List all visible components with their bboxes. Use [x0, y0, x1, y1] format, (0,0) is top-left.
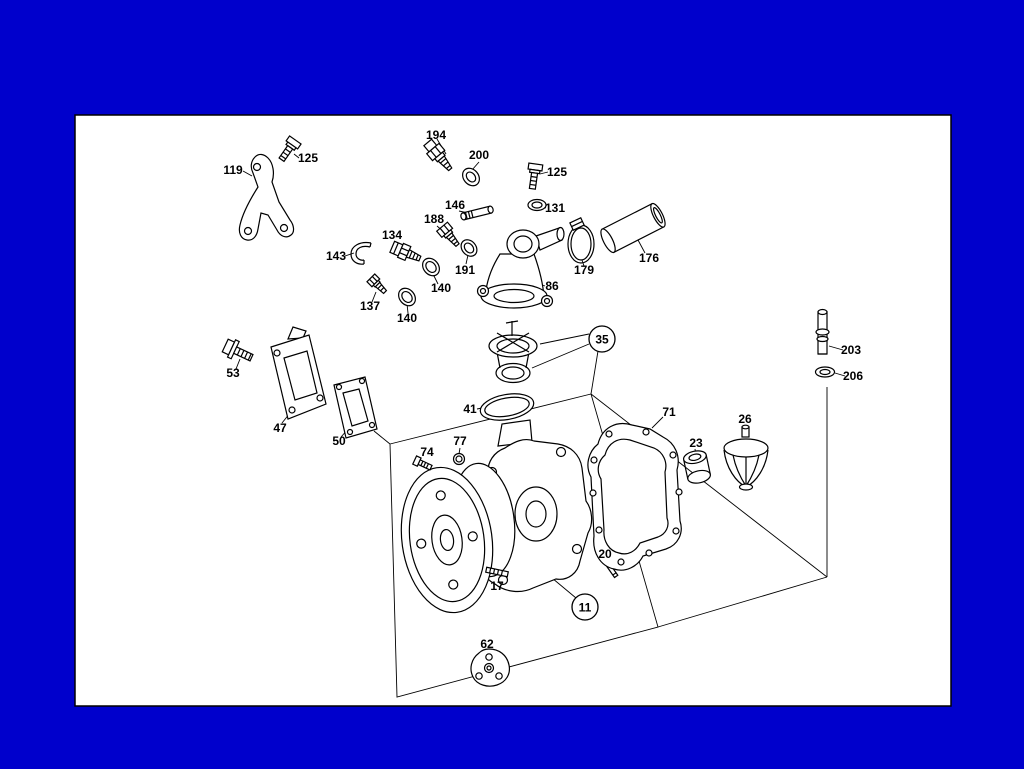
part-35-thermostat — [488, 320, 538, 384]
part-86-thermostat-housing — [476, 226, 565, 309]
part-label-200[interactable]: 200 — [469, 148, 489, 162]
part-label-191[interactable]: 191 — [455, 263, 475, 277]
part-label-20[interactable]: 20 — [598, 547, 612, 561]
part-label-41[interactable]: 41 — [463, 402, 477, 416]
part-label-131[interactable]: 131 — [545, 201, 565, 215]
part-label-74[interactable]: 74 — [420, 445, 434, 459]
part-label-146[interactable]: 146 — [445, 198, 465, 212]
callout-11-label: 11 — [579, 601, 592, 615]
part-74-screw — [411, 455, 433, 471]
part-label-26[interactable]: 26 — [738, 412, 752, 426]
part-176-hose — [600, 202, 666, 254]
part-label-47[interactable]: 47 — [273, 421, 287, 435]
part-23-bushing — [683, 450, 711, 484]
part-label-194[interactable]: 194 — [426, 128, 446, 142]
part-label-71[interactable]: 71 — [662, 405, 676, 419]
callout-11[interactable]: 11 — [571, 593, 599, 621]
part-194-temperature-sensor — [423, 138, 453, 172]
part-191-seal-ring — [460, 239, 478, 257]
part-206-seal-washer — [814, 366, 836, 378]
part-label-203[interactable]: 203 — [841, 343, 861, 357]
part-label-179[interactable]: 179 — [574, 263, 594, 277]
part-label-176[interactable]: 176 — [639, 251, 659, 265]
part-200-seal-ring — [462, 167, 480, 187]
part-119-bracket — [238, 153, 295, 241]
part-134-temperature-sensor — [389, 240, 422, 262]
part-143-clip — [350, 241, 372, 265]
part-188-sensor — [435, 221, 460, 248]
part-label-125-b[interactable]: 125 — [547, 165, 567, 179]
part-label-77[interactable]: 77 — [453, 434, 467, 448]
part-77-washer — [452, 452, 466, 466]
part-label-53[interactable]: 53 — [226, 366, 240, 380]
part-label-23[interactable]: 23 — [689, 436, 703, 450]
part-53-screw — [221, 338, 254, 362]
part-label-134[interactable]: 134 — [382, 228, 402, 242]
part-label-137[interactable]: 137 — [360, 299, 380, 313]
part-146-pin — [460, 205, 494, 221]
part-label-188[interactable]: 188 — [424, 212, 444, 226]
part-label-62[interactable]: 62 — [480, 637, 494, 651]
part-125-screw-b — [527, 162, 544, 190]
part-125-screw-a — [278, 135, 302, 163]
part-label-50[interactable]: 50 — [332, 434, 346, 448]
callout-35-label: 35 — [595, 333, 609, 347]
part-47-cover-flange — [270, 326, 327, 420]
part-label-125-a[interactable]: 125 — [298, 151, 318, 165]
part-label-119[interactable]: 119 — [223, 163, 243, 177]
part-label-86[interactable]: 86 — [545, 279, 559, 293]
part-water-pump-assembly — [400, 419, 593, 614]
part-label-143[interactable]: 143 — [326, 249, 346, 263]
part-label-206[interactable]: 206 — [843, 369, 863, 383]
part-140-seal-ring-b — [398, 287, 416, 307]
part-131-seal-ring — [527, 198, 547, 212]
part-62-flange — [470, 648, 511, 687]
part-labels: 194 200 125 119 125 146 131 188 134 143 … — [223, 128, 863, 651]
part-label-140-a[interactable]: 140 — [431, 281, 451, 295]
part-label-140-b[interactable]: 140 — [397, 311, 417, 325]
part-41-o-ring — [479, 393, 535, 421]
part-label-17[interactable]: 17 — [490, 579, 504, 593]
part-17-stud — [485, 566, 509, 578]
part-137-sensor — [366, 273, 388, 295]
part-140-seal-ring-a — [422, 257, 440, 277]
callout-35[interactable]: 35 — [588, 325, 616, 353]
part-179-hose-clamp — [567, 217, 595, 264]
part-26-impeller — [723, 424, 769, 491]
part-203-pipe — [815, 308, 830, 355]
part-50-gasket — [333, 376, 378, 439]
part-71-gasket — [587, 423, 683, 571]
